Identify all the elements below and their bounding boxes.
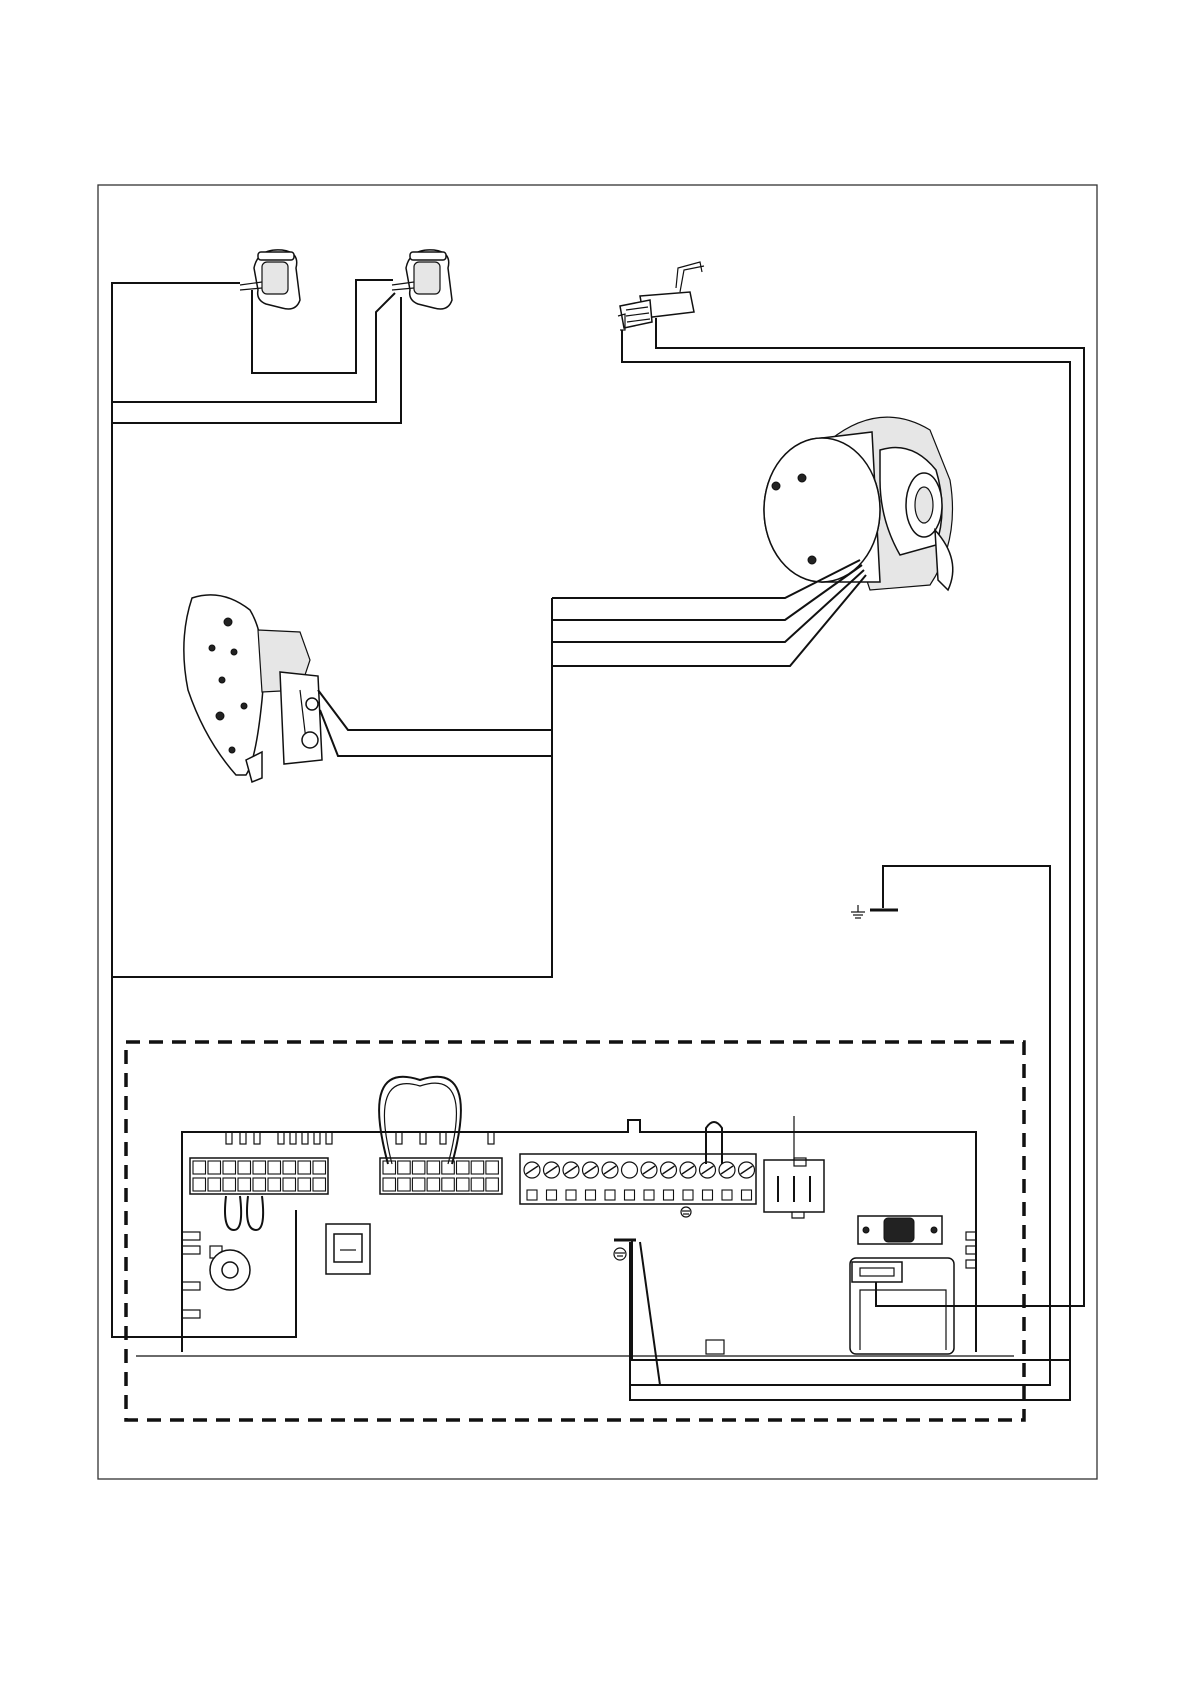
terminal-slot: [527, 1190, 537, 1200]
rj-socket: [326, 1224, 370, 1274]
terminal-slot: [664, 1190, 674, 1200]
connector-left: [190, 1158, 328, 1194]
connector-pin: [442, 1178, 455, 1191]
connector-pin: [383, 1178, 396, 1191]
connector-pin: [238, 1178, 251, 1191]
terminal-slot: [566, 1190, 576, 1200]
connector-pin: [471, 1161, 484, 1174]
terminal-slot: [703, 1190, 713, 1200]
connector-pin: [471, 1178, 484, 1191]
gas-valve-icon: [184, 595, 322, 782]
terminal-slot: [742, 1190, 752, 1200]
connector-pin: [253, 1178, 266, 1191]
connector-pin: [457, 1178, 470, 1191]
connector-pin: [427, 1178, 440, 1191]
connector-pin: [298, 1161, 311, 1174]
terminal-slot: [625, 1190, 635, 1200]
fuse-holder: [858, 1216, 942, 1244]
terminal-slot: [644, 1190, 654, 1200]
connector-pin: [253, 1161, 266, 1174]
connector-pin: [398, 1161, 411, 1174]
ignition-electrode-icon: [618, 262, 704, 330]
connector-pin: [427, 1161, 440, 1174]
connector-pin: [208, 1178, 221, 1191]
connector-pin: [193, 1161, 206, 1174]
flow-sensor-left-icon: [240, 250, 300, 309]
screw-terminal-strip: [520, 1122, 756, 1204]
connector-pin: [223, 1178, 236, 1191]
connector-pin: [268, 1178, 281, 1191]
connector-pin: [486, 1178, 499, 1191]
connector-pin: [283, 1161, 296, 1174]
earth-symbol-icon: [614, 1248, 626, 1260]
terminal-slot: [586, 1190, 596, 1200]
connector-pin: [398, 1178, 411, 1191]
connector-pin: [457, 1161, 470, 1174]
connector-pin: [412, 1161, 425, 1174]
connector-pin: [223, 1161, 236, 1174]
connector-pin: [313, 1161, 326, 1174]
connector-pin: [238, 1161, 251, 1174]
terminal-slot: [547, 1190, 557, 1200]
terminal-slot: [683, 1190, 693, 1200]
connector-pin: [486, 1161, 499, 1174]
connector-pin: [268, 1161, 281, 1174]
terminal-screw: [622, 1162, 638, 1178]
earth-symbol-icon: [851, 905, 865, 918]
connector-pin: [193, 1178, 206, 1191]
connector-pin: [412, 1178, 425, 1191]
connector-pin: [298, 1178, 311, 1191]
terminal-slot: [722, 1190, 732, 1200]
connector-pin: [283, 1178, 296, 1191]
earth-terminal: [630, 866, 1050, 1385]
fan-motor-icon: [764, 417, 953, 590]
left-components: [182, 1210, 296, 1337]
terminal-slot: [605, 1190, 615, 1200]
connector-pin: [313, 1178, 326, 1191]
connector-pin: [208, 1161, 221, 1174]
earth-symbol-icon: [681, 1207, 691, 1217]
connector-pin: [383, 1161, 396, 1174]
